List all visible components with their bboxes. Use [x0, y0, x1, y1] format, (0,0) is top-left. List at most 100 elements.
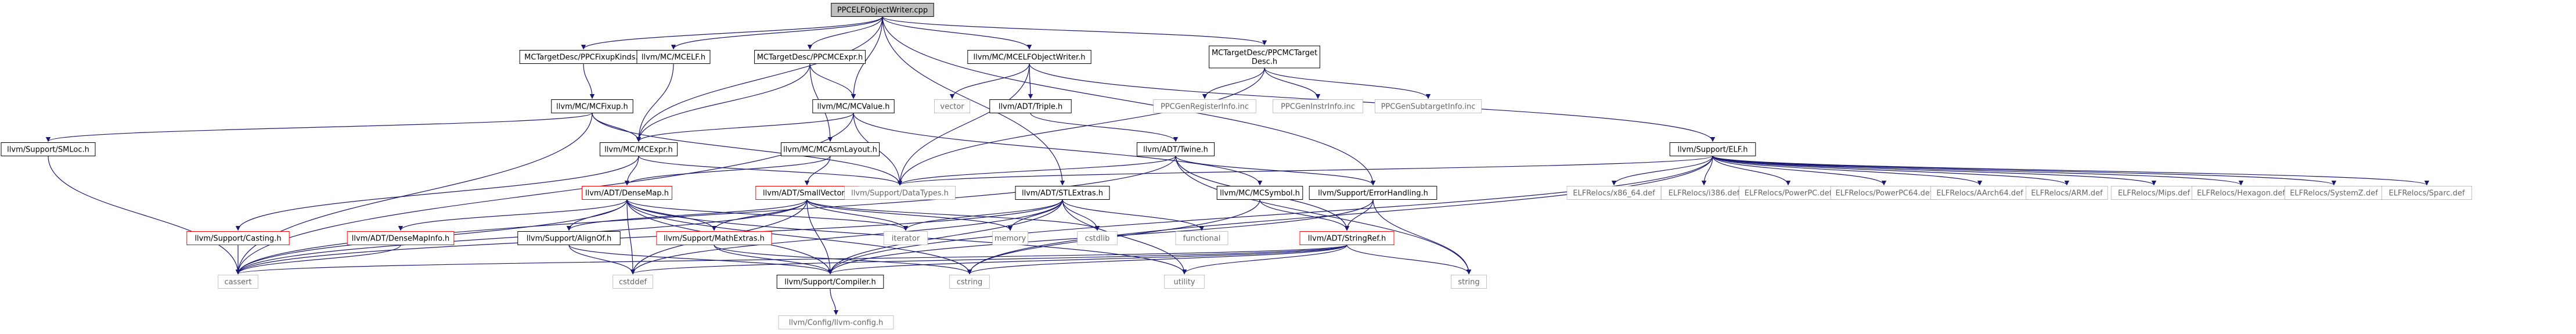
node-box-casting	[186, 231, 290, 245]
node-label-cstring: cstring	[957, 278, 982, 287]
node-box-mcfixup	[551, 99, 633, 113]
node-cstring: cstring	[949, 275, 990, 289]
edge-root-to-ppcmcexpr	[807, 16, 883, 50]
node-label-root: PPCELFObjectWriter.cpp	[837, 6, 928, 15]
edge-smallvector-to-iterator	[806, 199, 909, 231]
edge-smallvector-to-alignof	[566, 199, 808, 231]
node-compiler[interactable]: llvm/Support/Compiler.h	[776, 275, 884, 289]
node-mcelfobjwriter[interactable]: llvm/MC/MCELFObjectWriter.h	[967, 50, 1091, 64]
node-box-alignof	[517, 231, 621, 245]
node-label-mcasmlayout: llvm/MC/MCAsmLayout.h	[783, 146, 877, 155]
edge-smloc-to-cassert	[48, 156, 241, 275]
node-label-relhexagon: ELFRelocs/Hexagon.def	[2197, 189, 2285, 198]
node-label-ppcmcexpr: MCTargetDesc/PPCMCExpr.h	[757, 53, 863, 62]
node-casting[interactable]: llvm/Support/Casting.h	[186, 231, 290, 245]
edge-supportelf-to-datatypes	[898, 155, 1713, 186]
node-mcelf[interactable]: llvm/MC/MCELF.h	[636, 50, 711, 64]
node-label-stlextras: llvm/ADT/STLExtras.h	[1022, 189, 1103, 198]
node-label-stringref: llvm/ADT/StringRef.h	[1308, 235, 1386, 243]
edge-supportelf-to-relppc	[1712, 156, 1791, 186]
node-box-cstring	[949, 275, 990, 289]
node-box-errorhandling	[1309, 186, 1437, 200]
node-smloc[interactable]: llvm/Support/SMLoc.h	[1, 142, 96, 156]
edge-errorhandling-to-stringref	[1344, 199, 1374, 231]
node-triple[interactable]: llvm/ADT/Triple.h	[989, 99, 1072, 113]
node-stringref[interactable]: llvm/ADT/StringRef.h	[1299, 231, 1395, 245]
node-densemap[interactable]: llvm/ADT/DenseMap.h	[582, 186, 672, 200]
node-twine[interactable]: llvm/ADT/Twine.h	[1136, 142, 1215, 156]
edge-stlextras-to-utility	[1062, 199, 1187, 275]
node-label-ppcgeninstr: PPCGenInstrInfo.inc	[1281, 103, 1355, 112]
node-box-mcvalue	[812, 99, 895, 113]
node-label-triple: llvm/ADT/Triple.h	[999, 103, 1062, 112]
node-label-relx8664: ELFRelocs/x86_64.def	[1573, 189, 1655, 198]
node-mcvalue[interactable]: llvm/MC/MCValue.h	[812, 99, 895, 113]
node-box-mcelfobjwriter	[967, 50, 1091, 64]
edge-root-to-errorhandling	[882, 16, 1376, 186]
edge-mcfixup-to-cassert	[235, 113, 593, 275]
node-smallvector[interactable]: llvm/ADT/SmallVector.h	[755, 186, 859, 200]
node-box-mcasmlayout	[780, 142, 880, 156]
edge-mcfixup-to-datatypes	[592, 113, 903, 186]
node-box-vector	[934, 99, 970, 113]
node-label-supportelf: llvm/Support/ELF.h	[1678, 146, 1748, 155]
node-errorhandling[interactable]: llvm/Support/ErrorHandling.h	[1309, 186, 1437, 200]
node-ppcmcexpr[interactable]: MCTargetDesc/PPCMCExpr.h	[754, 50, 866, 64]
node-box-iterator	[883, 231, 928, 245]
edge-mcasmlayout-to-densemap	[624, 156, 831, 186]
node-box-cstddef	[613, 275, 653, 289]
edge-mcfixup-to-smloc	[46, 112, 593, 142]
edge-densemapinfo-to-cassert	[235, 245, 401, 275]
node-label-relppc: ELFRelocs/PowerPC.def	[1745, 189, 1832, 198]
edge-alignof-to-compiler	[568, 244, 833, 275]
node-label-twine: llvm/ADT/Twine.h	[1143, 146, 1208, 155]
node-label-relarm: ELFRelocs/ARM.def	[2031, 189, 2103, 198]
edge-supportelf-to-relsparc	[1712, 155, 2429, 186]
node-llvmconfig: llvm/Config/llvm-config.h	[778, 315, 894, 329]
edge-supportelf-to-relarm	[1712, 155, 2070, 186]
node-alignof[interactable]: llvm/Support/AlignOf.h	[517, 231, 621, 245]
edge-supportelf-to-relaarch64	[1712, 155, 1983, 186]
node-densemapinfo[interactable]: llvm/ADT/DenseMapInfo.h	[347, 231, 455, 245]
node-stlextras[interactable]: llvm/ADT/STLExtras.h	[1015, 186, 1110, 200]
node-fixupkinds[interactable]: MCTargetDesc/PPCFixupKinds.h	[519, 50, 648, 64]
node-root[interactable]: PPCELFObjectWriter.cpp	[831, 3, 934, 17]
node-label-mcelf: llvm/MC/MCELF.h	[642, 53, 705, 62]
node-mcsymbol[interactable]: llvm/MC/MCSymbol.h	[1216, 186, 1303, 200]
node-vector: vector	[934, 99, 970, 113]
node-box-relsparc	[2382, 186, 2472, 200]
node-mcasmlayout[interactable]: llvm/MC/MCAsmLayout.h	[780, 142, 880, 156]
edge-mcelfobjwriter-to-datatypes	[897, 63, 1030, 186]
node-relppc: ELFRelocs/PowerPC.def	[1739, 186, 1838, 200]
node-box-string	[1451, 275, 1487, 289]
node-label-relsystemz: ELFRelocs/SystemZ.def	[2290, 189, 2378, 198]
edge-mcfixup-to-mcexpr	[592, 113, 642, 142]
edge-ppcmcexpr-to-mcexpr	[636, 63, 810, 142]
edge-supportelf-to-relsystemz	[1712, 155, 2336, 186]
edge-stringref-to-utility	[1181, 245, 1348, 275]
node-label-functional: functional	[1183, 235, 1221, 243]
edge-stlextras-to-cassert	[235, 199, 1063, 275]
node-label-datatypes: llvm/Support/DataTypes.h	[851, 189, 949, 198]
node-mcexpr[interactable]: llvm/MC/MCExpr.h	[599, 142, 678, 156]
node-mcfixup[interactable]: llvm/MC/MCFixup.h	[551, 99, 633, 113]
nodes-layer: PPCELFObjectWriter.cppMCTargetDesc/PPCFi…	[1, 3, 2472, 329]
node-box-utility	[1164, 275, 1205, 289]
node-mathextras[interactable]: llvm/Support/MathExtras.h	[656, 231, 772, 245]
edge-root-to-mcexpr	[636, 16, 883, 142]
edge-ppcmcexpr-to-mcvalue	[809, 63, 856, 99]
node-label-fixupkinds: MCTargetDesc/PPCFixupKinds.h	[524, 53, 643, 62]
node-box-compiler	[776, 275, 884, 289]
node-supportelf[interactable]: llvm/Support/ELF.h	[1669, 142, 1756, 156]
edge-mcexpr-to-datatypes	[638, 155, 903, 186]
node-label-smloc: llvm/Support/SMLoc.h	[7, 146, 89, 155]
node-datatypes: llvm/Support/DataTypes.h	[844, 186, 956, 200]
edge-stringref-to-cstddef	[631, 244, 1348, 275]
node-box-ppcgensubtarget	[1374, 99, 1482, 113]
edge-root-to-stlextras	[882, 16, 1065, 186]
edge-densemap-to-densemapinfo	[398, 199, 628, 231]
node-label-casting: llvm/Support/Casting.h	[194, 235, 281, 243]
edge-stringref-to-string	[1346, 245, 1472, 275]
